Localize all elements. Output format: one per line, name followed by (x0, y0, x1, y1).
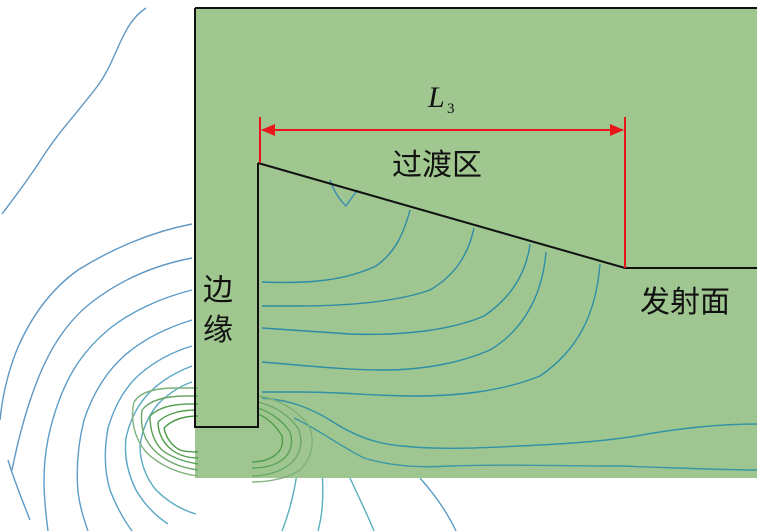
dimension-arrow-right (610, 124, 624, 136)
upper-body-region (195, 8, 757, 427)
dimension-label-subscript: 3 (447, 101, 455, 117)
emitting-surface-label: 发射面 (640, 285, 730, 320)
inner-contours (261, 179, 757, 471)
edge-label-char-2: 缘 (203, 313, 233, 348)
outer-contours (0, 7, 457, 531)
edge-label-char-1: 边 (203, 273, 233, 308)
dimension-label-letter: L (427, 81, 445, 114)
transition-zone-label: 过渡区 (392, 148, 482, 183)
dimension-arrow-left (261, 124, 275, 136)
corner-hotspot-contours (131, 387, 313, 483)
dimension-l3 (259, 117, 626, 268)
